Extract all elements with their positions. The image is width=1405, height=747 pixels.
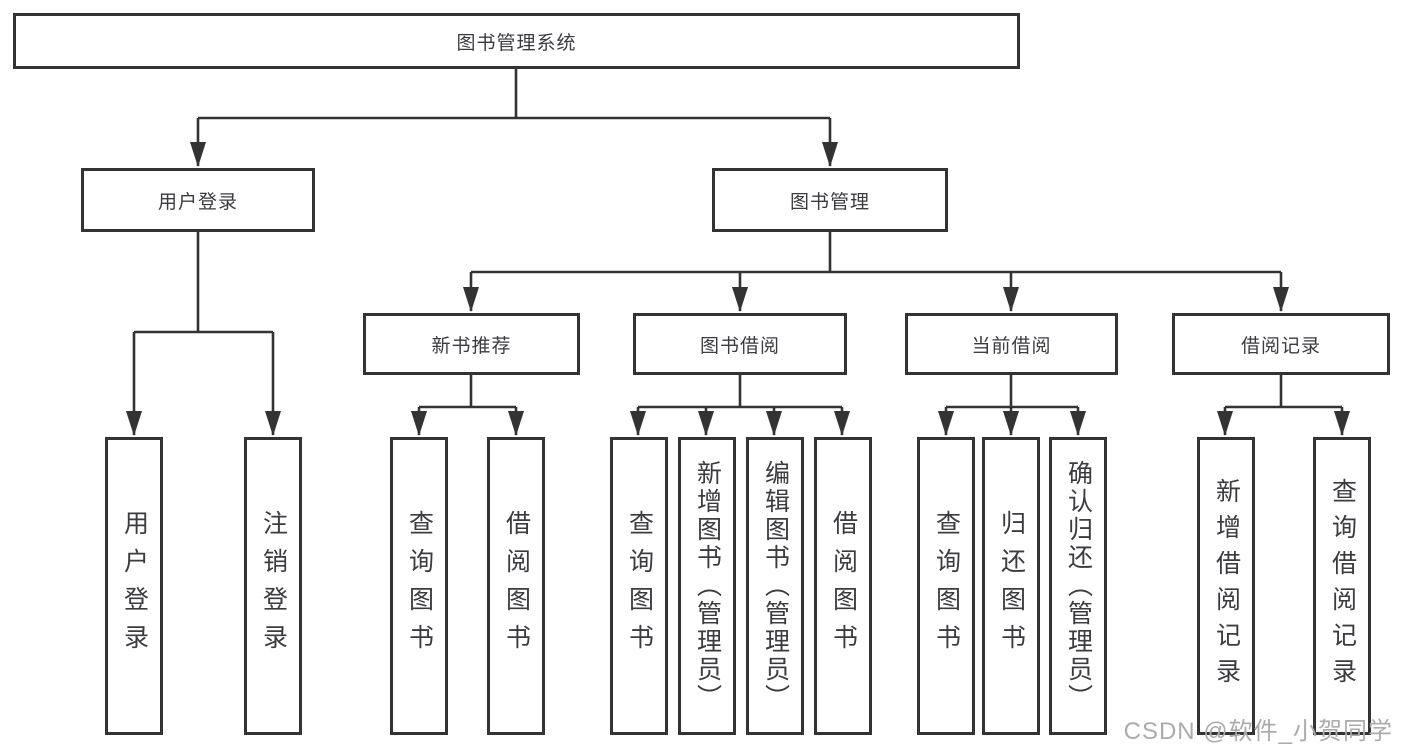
- node-library-management-system: 图书管理系统: [13, 13, 1020, 69]
- node-leaf-query-books-borrowing: 查询图书: [610, 437, 668, 735]
- node-label: 图书借阅: [699, 335, 780, 357]
- node-label: 归还图书: [997, 510, 1026, 662]
- node-label: 用户登录: [120, 510, 149, 662]
- connector-root-to-level2: [190, 69, 838, 167]
- node-leaf-borrow-books: 借阅图书: [814, 437, 872, 735]
- node-label: 查询图书: [405, 510, 434, 662]
- node-leaf-add-books-admin: 新增图书（管理员）: [678, 437, 736, 735]
- node-leaf-add-borrow-record: 新增借阅记录: [1197, 437, 1255, 735]
- node-leaf-confirm-return-admin: 确认归还（管理员）: [1049, 437, 1107, 735]
- node-label: 注销登录: [259, 510, 288, 662]
- node-leaf-user-login: 用户登录: [105, 437, 163, 735]
- node-book-borrowing: 图书借阅: [633, 313, 847, 375]
- node-leaf-query-books-recommend: 查询图书: [390, 437, 448, 735]
- node-user-login: 用户登录: [81, 168, 315, 232]
- node-leaf-return-books: 归还图书: [982, 437, 1040, 735]
- connector-borrowing-records-branch: [1217, 375, 1350, 436]
- node-leaf-query-books-current: 查询图书: [917, 437, 975, 735]
- node-label: 新增借阅记录: [1212, 478, 1241, 694]
- node-leaf-edit-books-admin: 编辑图书（管理员）: [746, 437, 804, 735]
- node-label: 借阅记录: [1240, 335, 1321, 357]
- node-label: 借阅图书: [502, 510, 531, 662]
- connector-new-book-recommendation-branch: [411, 375, 524, 436]
- node-label: 查询图书: [932, 510, 961, 662]
- node-label: 查询借阅记录: [1328, 478, 1357, 694]
- node-label: 当前借阅: [971, 335, 1052, 357]
- connector-book-management-to-level3: [463, 232, 1289, 312]
- node-label: 图书管理系统: [456, 32, 577, 54]
- node-borrowing-records: 借阅记录: [1172, 313, 1390, 375]
- node-book-management: 图书管理: [712, 168, 948, 232]
- node-label: 确认归还（管理员）: [1064, 460, 1093, 712]
- node-leaf-borrow-books-recommend: 借阅图书: [487, 437, 545, 735]
- connector-user-login-branch: [126, 232, 281, 436]
- node-current-borrowing: 当前借阅: [905, 313, 1118, 375]
- connector-book-borrowing-branch: [630, 375, 850, 436]
- node-label: 图书管理: [789, 191, 870, 213]
- node-label: 借阅图书: [829, 510, 858, 662]
- node-label: 新增图书（管理员）: [693, 460, 722, 712]
- node-new-book-recommendation: 新书推荐: [363, 313, 580, 375]
- node-leaf-query-borrow-record: 查询借阅记录: [1313, 437, 1371, 735]
- connector-current-borrowing-branch: [938, 375, 1086, 436]
- node-label: 用户登录: [157, 191, 238, 213]
- node-label: 编辑图书（管理员）: [761, 460, 790, 712]
- node-leaf-logout: 注销登录: [244, 437, 302, 735]
- node-label: 查询图书: [625, 510, 654, 662]
- node-label: 新书推荐: [431, 335, 512, 357]
- csdn-watermark: CSDN @软件_小贺同学: [1123, 718, 1393, 745]
